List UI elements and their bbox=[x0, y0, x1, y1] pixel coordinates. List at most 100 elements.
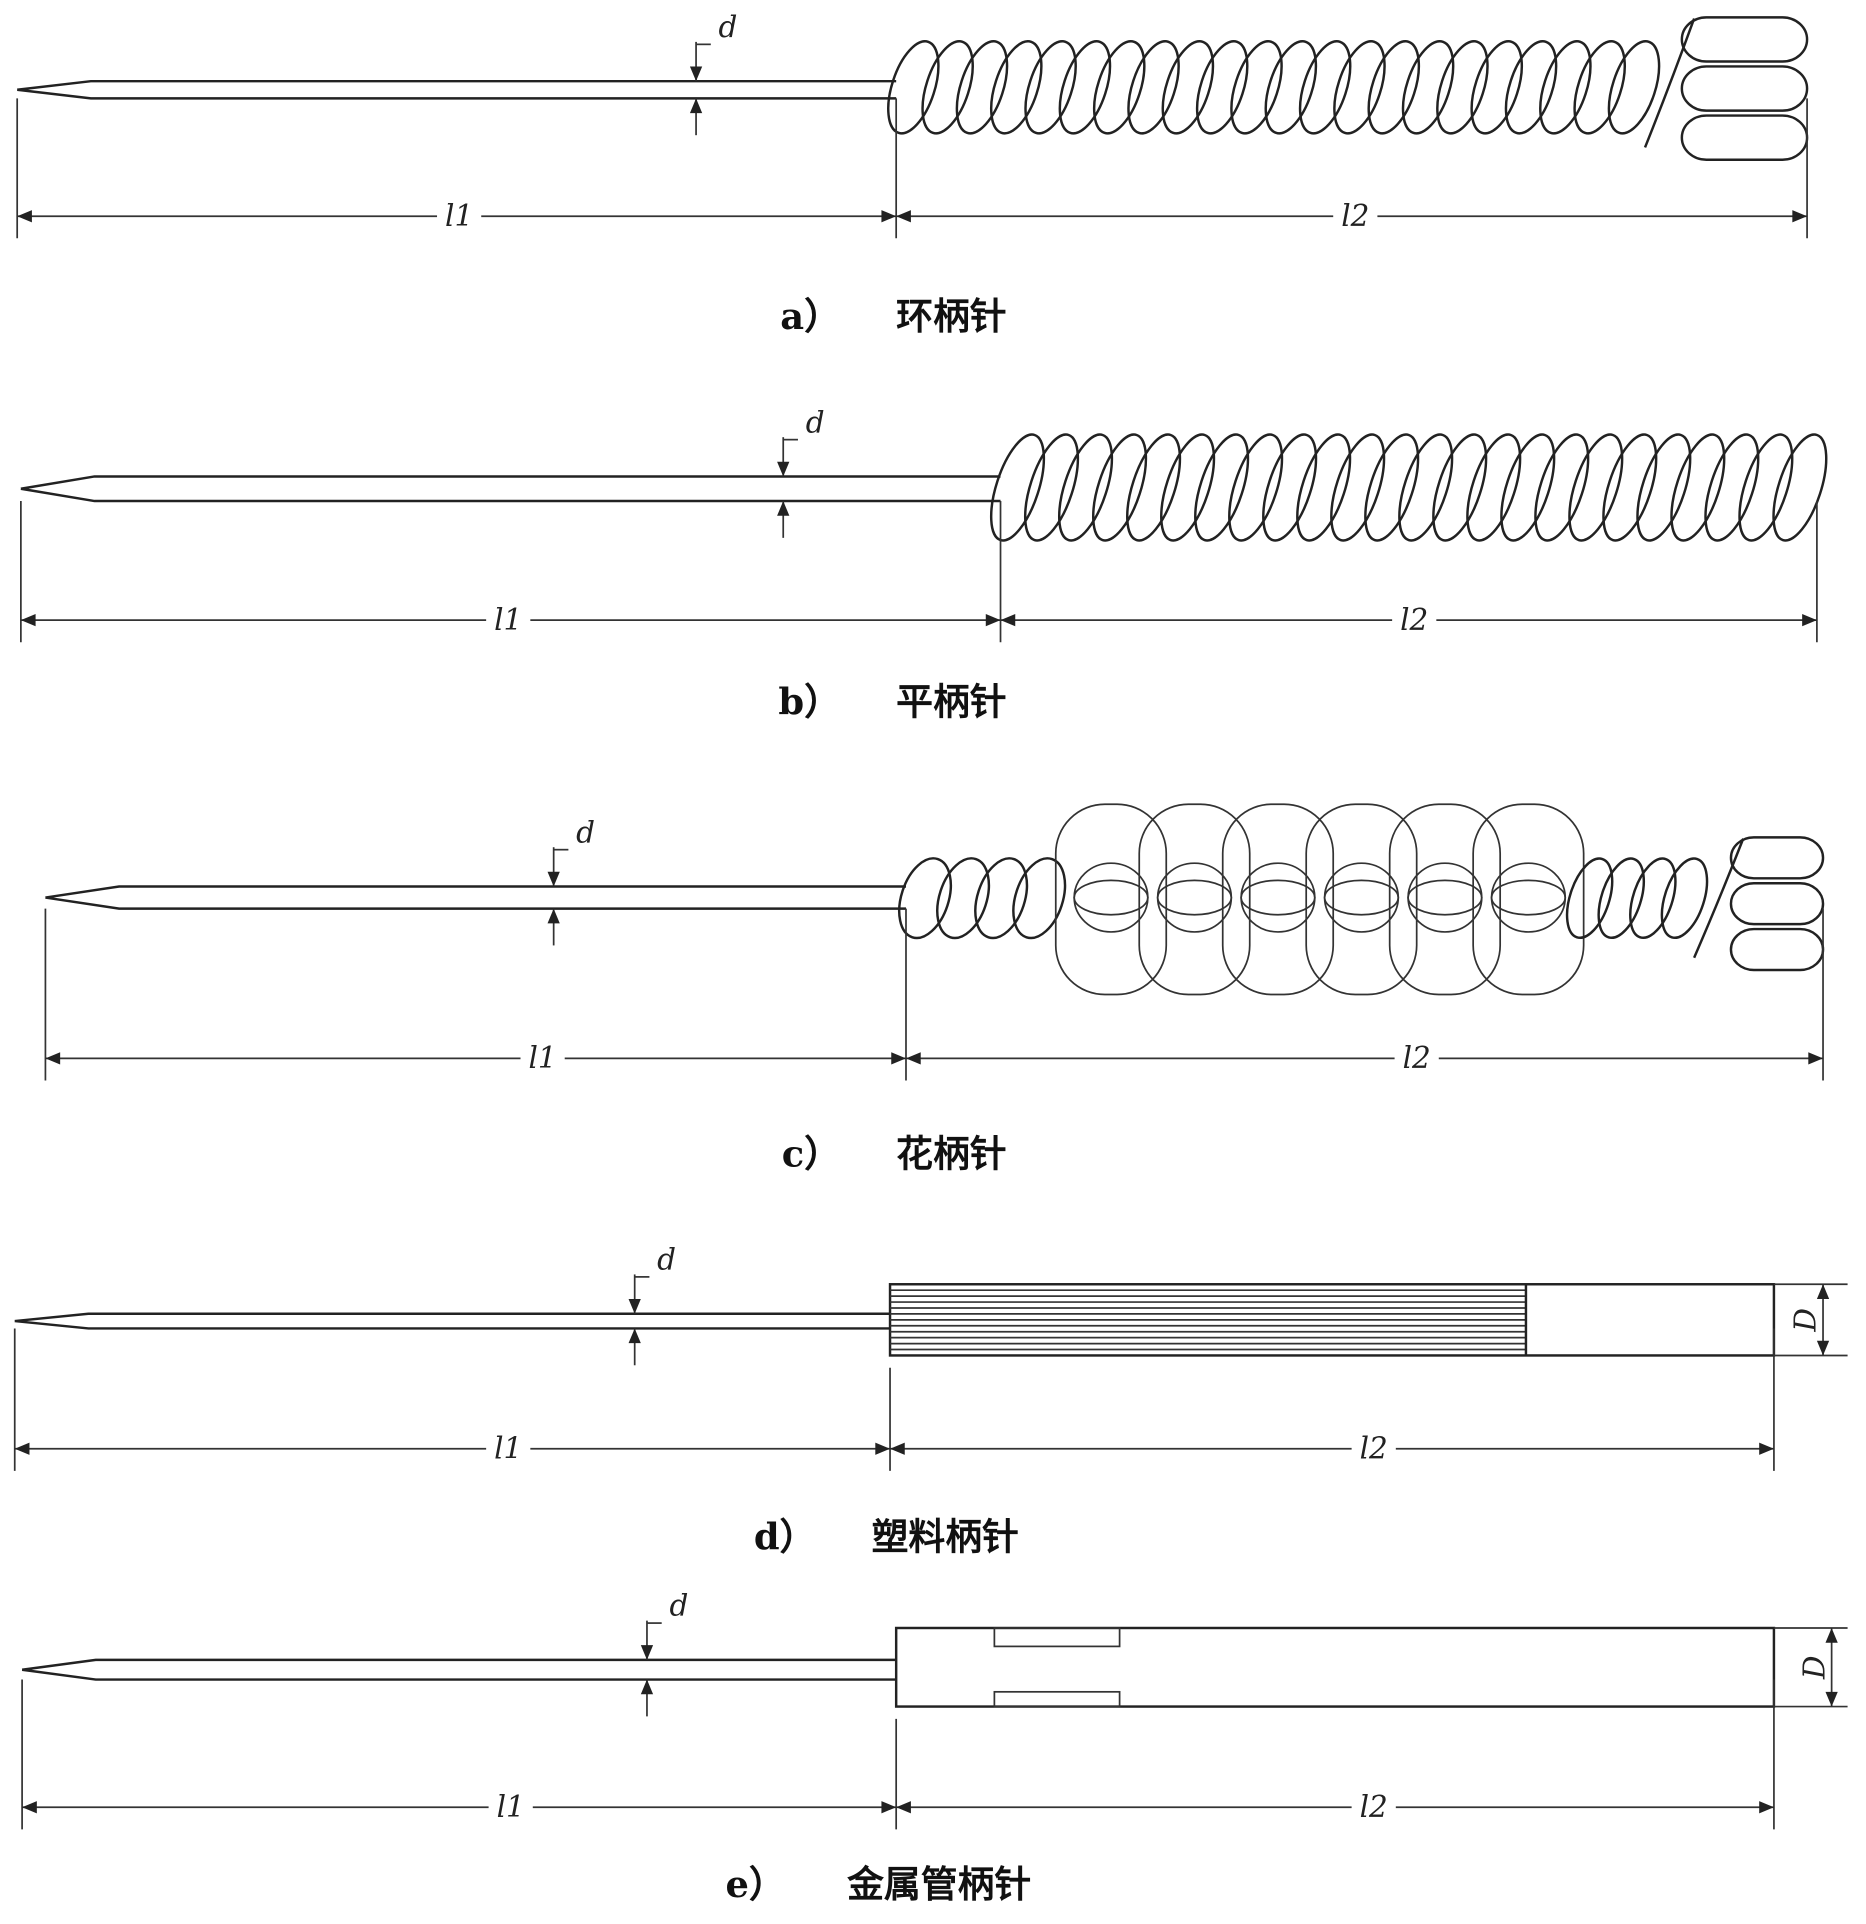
coil-loop bbox=[936, 857, 991, 940]
length-dimensions: l1 l2 bbox=[21, 1679, 1775, 1830]
needle-handle bbox=[894, 1626, 1848, 1708]
caption-text: 塑料柄针 bbox=[872, 1514, 1019, 1558]
d-label: d bbox=[719, 10, 738, 44]
coil-loop bbox=[1398, 433, 1454, 542]
caption-text: 平柄针 bbox=[896, 680, 1006, 724]
coil-loop bbox=[1602, 433, 1658, 542]
d-label: d bbox=[657, 1243, 676, 1277]
coil-loop bbox=[1568, 433, 1624, 542]
coil-loop bbox=[1126, 433, 1182, 542]
panel-caption: d）塑料柄针 bbox=[754, 1514, 1019, 1558]
coil-loop bbox=[1333, 40, 1386, 135]
coil-loop bbox=[1534, 433, 1590, 542]
caption-letter: b） bbox=[778, 680, 841, 724]
l2-label: l2 bbox=[1403, 1041, 1431, 1075]
needle-shaft bbox=[21, 1658, 897, 1681]
needle-shaft bbox=[45, 885, 906, 910]
coil-loop bbox=[1057, 433, 1114, 542]
tube-slot bbox=[993, 1690, 1121, 1708]
flower-petal bbox=[1388, 803, 1502, 996]
d-dimension: d bbox=[547, 815, 595, 946]
coil-loop bbox=[1092, 40, 1146, 135]
coil-loop bbox=[989, 433, 1046, 542]
coil-loop bbox=[1539, 40, 1592, 135]
coil-loop bbox=[1704, 433, 1760, 542]
coil-loop bbox=[898, 857, 953, 940]
coil-loop bbox=[1772, 433, 1828, 542]
d-label: d bbox=[576, 815, 595, 849]
ring-loop bbox=[1729, 927, 1825, 972]
coil-loop bbox=[1466, 433, 1522, 542]
needle-handle bbox=[888, 1283, 1848, 1357]
coil-loop bbox=[1364, 433, 1420, 542]
coil-loop bbox=[1565, 857, 1614, 939]
d-dimension: d bbox=[628, 1243, 676, 1366]
l2-label: l2 bbox=[1360, 1790, 1388, 1824]
coil-loop bbox=[1230, 40, 1283, 135]
l1-label: l1 bbox=[494, 1432, 522, 1466]
flower-petal bbox=[1054, 803, 1168, 996]
l2-label: l2 bbox=[1400, 603, 1428, 637]
coil-loop bbox=[1738, 433, 1794, 542]
d-dimension: d bbox=[689, 10, 738, 136]
caption-text: 金属管柄针 bbox=[846, 1862, 1031, 1906]
coil-loop bbox=[1264, 40, 1318, 135]
caption-letter: c） bbox=[782, 1131, 841, 1175]
caption-letter: a） bbox=[780, 294, 841, 338]
coil-loop bbox=[1160, 433, 1216, 542]
coil-loop bbox=[1330, 433, 1386, 542]
D-label: D bbox=[1789, 1308, 1823, 1333]
flower-petal bbox=[1472, 803, 1585, 996]
caption-text: 环柄针 bbox=[896, 294, 1006, 338]
coil-loop bbox=[1597, 857, 1646, 939]
l1-label: l1 bbox=[497, 1790, 525, 1824]
flower-petal bbox=[1138, 803, 1251, 996]
coil-loop bbox=[1298, 40, 1352, 135]
coil-loop bbox=[1228, 433, 1284, 542]
coil-loop bbox=[1367, 40, 1421, 135]
needle-shaft bbox=[14, 1312, 891, 1330]
d-label: d bbox=[806, 405, 825, 439]
d-dimension: d bbox=[777, 405, 825, 538]
coil-loop bbox=[1607, 40, 1661, 135]
l2-label: l2 bbox=[1341, 199, 1369, 233]
panel-caption: e） 金属管柄针 bbox=[725, 1862, 1031, 1906]
coil-loop bbox=[1127, 40, 1180, 135]
coil-loop bbox=[1504, 40, 1558, 135]
D-dimension: D bbox=[1789, 1284, 1830, 1356]
flower-petal bbox=[1221, 803, 1335, 996]
needle-panel-e: Dd l1 l2 e） 金属管柄针 bbox=[21, 1589, 1848, 1906]
coil-loop bbox=[1636, 433, 1692, 542]
needle-handle bbox=[887, 16, 1809, 161]
coil-loop bbox=[1023, 433, 1080, 542]
needle-handle bbox=[898, 803, 1825, 996]
coil-loop bbox=[1012, 857, 1067, 940]
caption-text: 花柄针 bbox=[896, 1131, 1006, 1175]
flower-petal bbox=[1305, 803, 1418, 996]
coil-loop bbox=[1573, 40, 1626, 135]
caption-letter: e） bbox=[725, 1862, 785, 1906]
ring-loop bbox=[1680, 65, 1809, 112]
ring-loop bbox=[1680, 16, 1809, 63]
needle-shaft bbox=[20, 475, 1001, 503]
coil-loop bbox=[1401, 40, 1455, 135]
coil-loop bbox=[1629, 857, 1677, 939]
coil-loop bbox=[921, 40, 974, 135]
coil-loop bbox=[1194, 433, 1250, 542]
ring-loop bbox=[1680, 114, 1809, 161]
coil-loop bbox=[1024, 40, 1077, 135]
D-label: D bbox=[1797, 1655, 1831, 1680]
coil-loop bbox=[1092, 433, 1148, 542]
needle-handle bbox=[989, 433, 1828, 542]
d-label: d bbox=[669, 1589, 688, 1623]
coil-loop bbox=[1660, 857, 1709, 939]
coil-loop bbox=[887, 40, 940, 135]
coil-loop bbox=[989, 40, 1043, 135]
